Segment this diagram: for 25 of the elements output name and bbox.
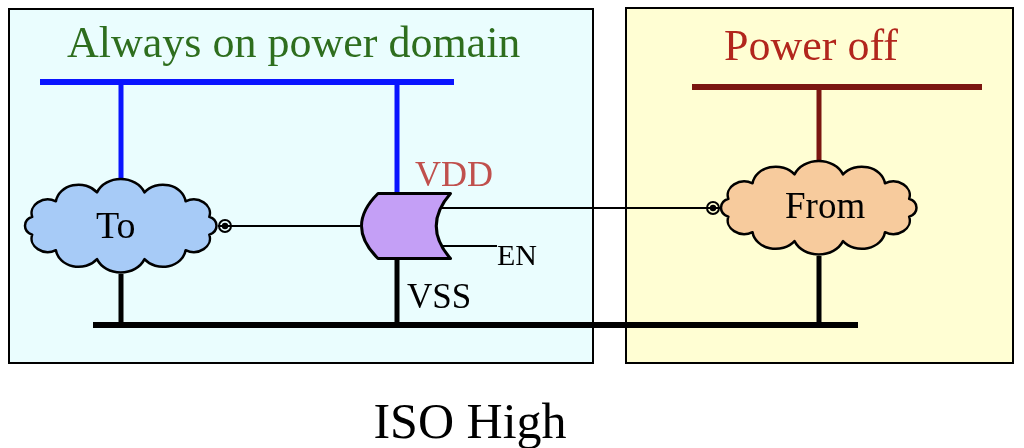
domain-panel (625, 7, 1014, 364)
wire (118, 85, 124, 178)
wire (394, 260, 400, 322)
panel-title: Power off (724, 24, 898, 68)
wire (217, 219, 361, 233)
domain-panel (8, 8, 594, 364)
panel-title: Always on power domain (67, 21, 521, 65)
node-label: To (96, 206, 136, 244)
pin-label: EN (497, 240, 537, 270)
wire (394, 85, 400, 192)
wire (816, 256, 822, 322)
caption: ISO High (373, 396, 567, 446)
node-label: From (785, 187, 866, 224)
pin-label: VSS (407, 279, 472, 314)
supply-rail (692, 84, 982, 90)
gate-symbol (360, 192, 452, 260)
ground-rail (93, 322, 858, 328)
cloud-shape (24, 178, 218, 274)
cloud-shape (720, 160, 918, 256)
wire (118, 274, 124, 322)
supply-rail (40, 79, 454, 85)
wire (451, 245, 498, 247)
wire (816, 90, 822, 160)
wire (451, 201, 721, 215)
pin-label: VDD (415, 156, 493, 192)
